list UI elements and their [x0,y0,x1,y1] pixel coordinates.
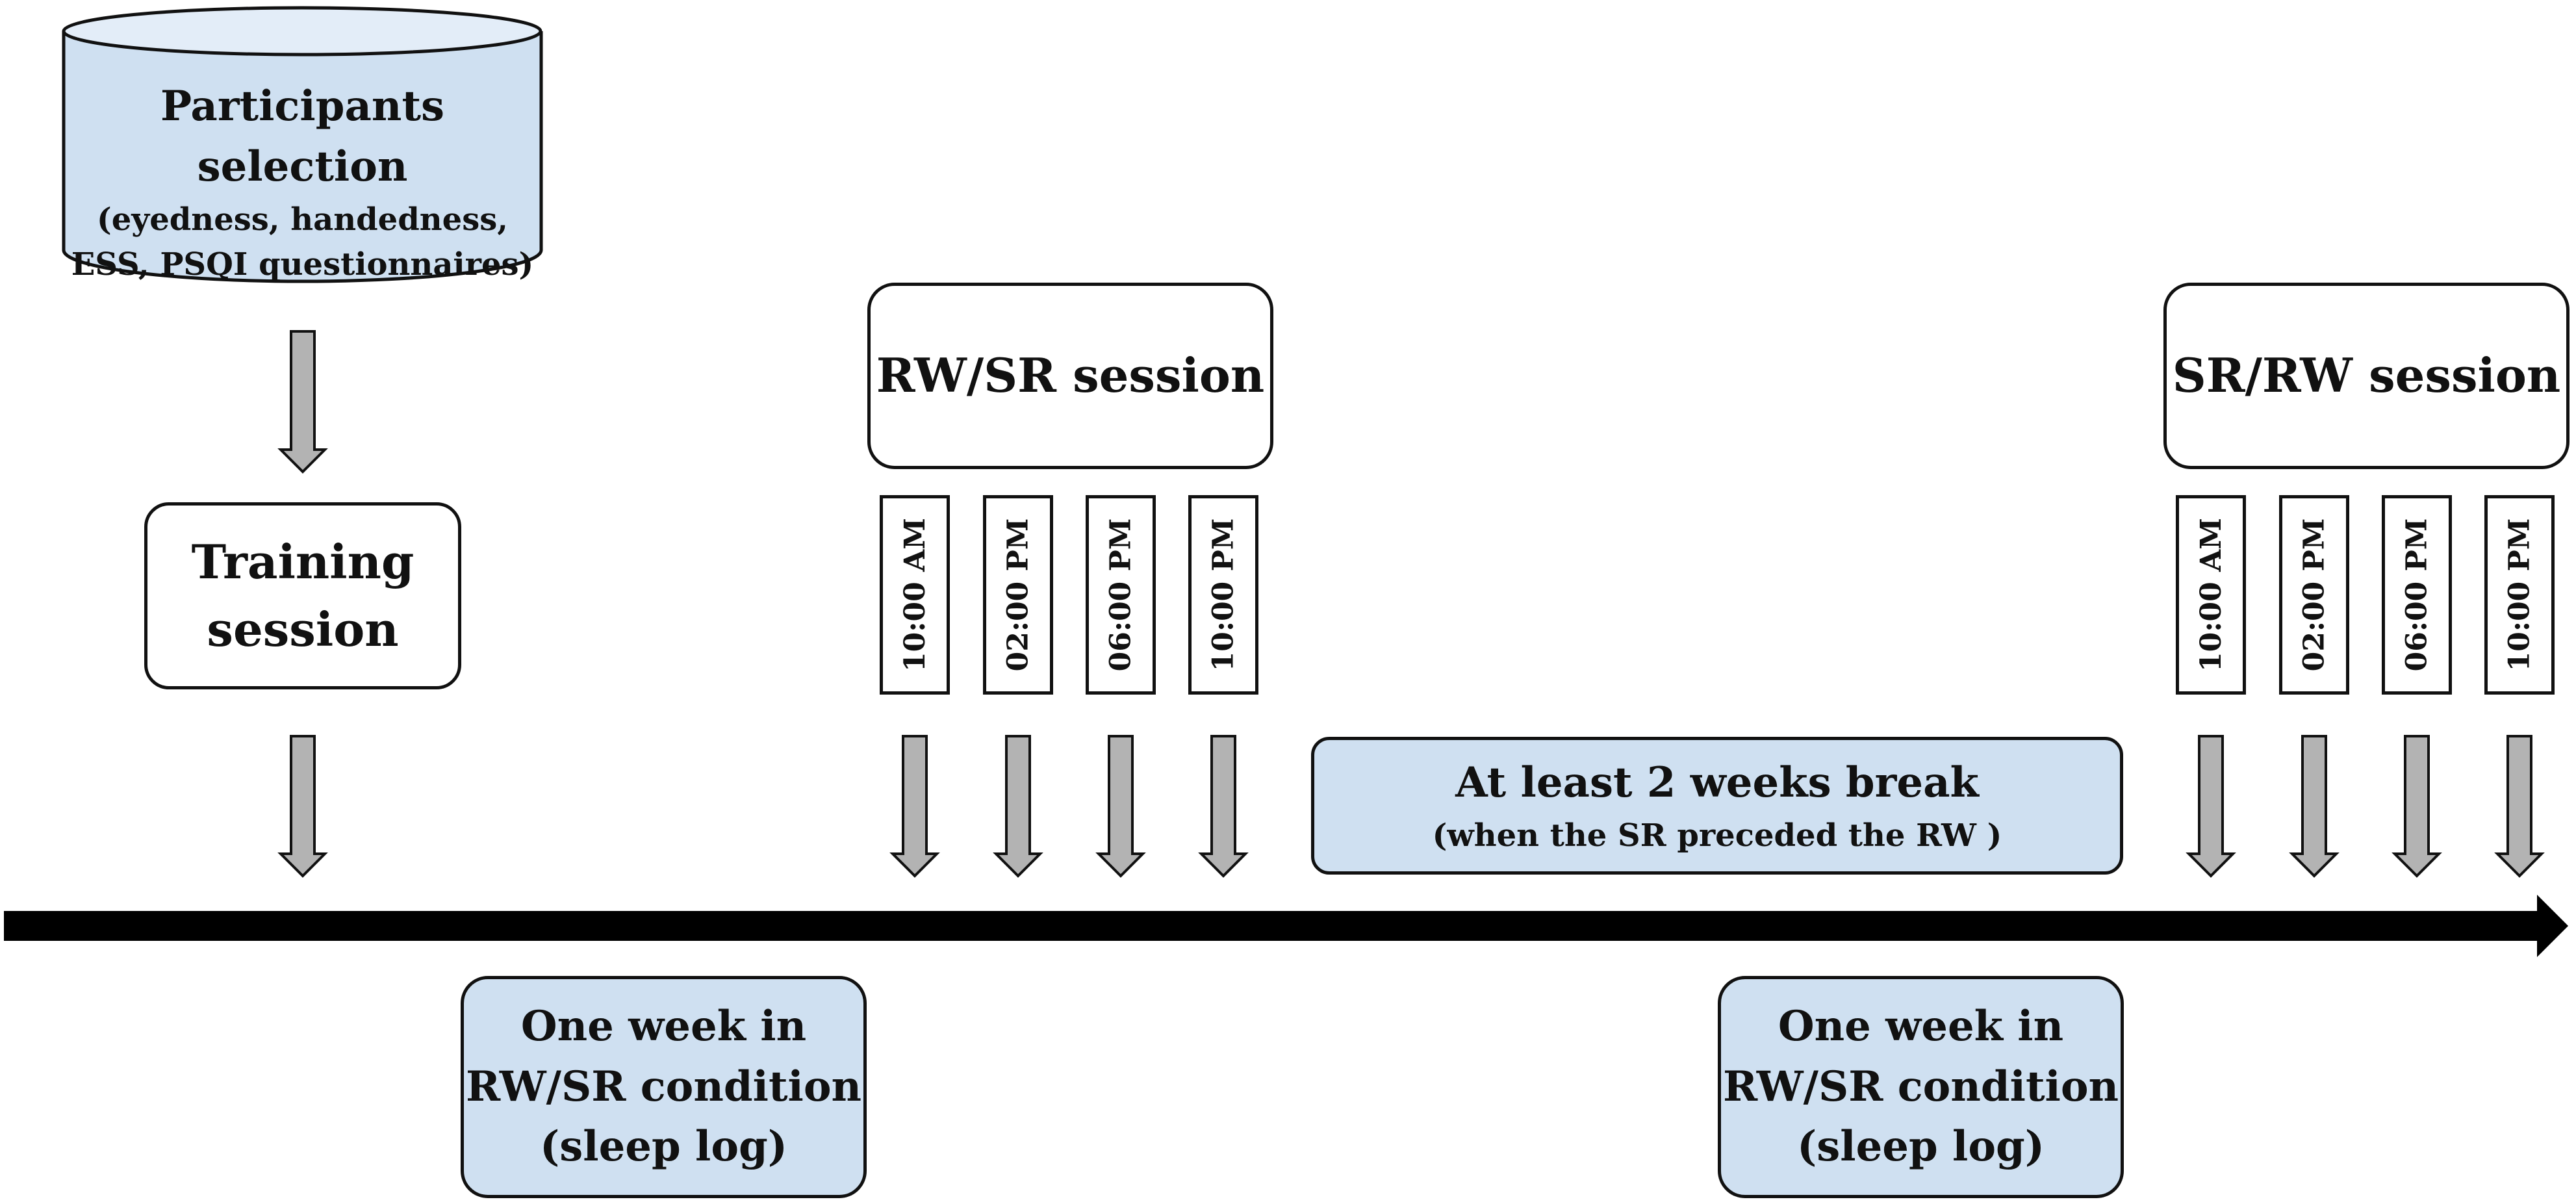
arrow-rw-sr-2pm [993,735,1043,878]
training-line-1: Training [191,533,414,589]
participants-detail-2: ESS, PSQI questionnaires) [71,246,534,283]
break-subtitle: (when the SR preceded the RW ) [1432,817,2002,854]
sr-rw-time-2pm: 02:00 PM [2279,495,2349,695]
rw-sr-time-10pm: 10:00 PM [1188,495,1258,695]
sr-rw-time-10pm: 10:00 PM [2484,495,2555,695]
participants-title: Participants selection [160,82,445,191]
participants-selection: Participants selection (eyedness, handed… [64,77,541,288]
sr-rw-time-10am: 10:00 AM [2176,495,2246,695]
week-first-line-1: One week in [520,1001,807,1051]
timeline-arrow [4,895,2568,957]
one-week-box-first: One week in RW/SR condition (sleep log) [461,976,867,1198]
arrow-rw-sr-10am [889,735,940,878]
rw-sr-time-2pm: 02:00 PM [983,495,1053,695]
week-second-line-3: (sleep log) [1796,1122,2045,1172]
rw-sr-session-title: RW/SR session [876,348,1265,403]
participants-detail-1: (eyedness, handedness, [97,201,508,238]
down-arrows [277,330,2545,878]
arrow-training-to-timeline [277,735,328,878]
rw-sr-time-6pm: 06:00 PM [1086,495,1156,695]
arrow-sr-rw-2pm [2289,735,2340,878]
arrow-sr-rw-10pm [2494,735,2545,878]
arrow-rw-sr-10pm [1198,735,1249,878]
one-week-box-second: One week in RW/SR condition (sleep log) [1718,976,2124,1198]
training-line-2: session [207,602,399,657]
participants-database-cylinder [62,6,543,283]
arrow-sr-rw-6pm [2391,735,2442,878]
week-second-line-2: RW/SR condition [1722,1062,2119,1111]
sr-rw-session-box: SR/RW session [2163,283,2570,469]
week-second-line-1: One week in [1778,1001,2064,1051]
sr-rw-time-6pm: 06:00 PM [2382,495,2452,695]
break-box: At least 2 weeks break (when the SR prec… [1311,737,2123,875]
arrow-rw-sr-6pm [1095,735,1146,878]
arrow-sr-rw-10am [2186,735,2236,878]
rw-sr-session-box: RW/SR session [867,283,1273,469]
week-first-line-3: (sleep log) [539,1122,788,1172]
training-session-box: Training session [144,502,461,689]
week-first-line-2: RW/SR condition [465,1062,862,1111]
rw-sr-time-10am: 10:00 AM [880,495,950,695]
break-title: At least 2 weeks break [1455,758,1979,807]
arrow-participants-to-training [277,330,328,474]
sr-rw-session-title: SR/RW session [2172,348,2561,403]
